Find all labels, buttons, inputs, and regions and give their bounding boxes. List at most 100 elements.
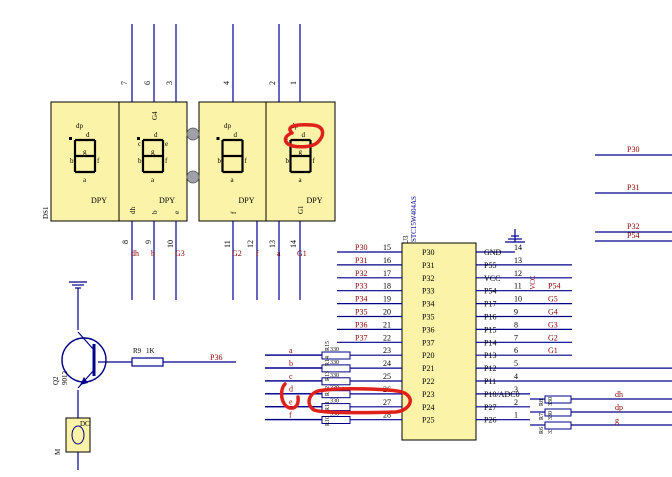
segment-letter: f [245, 157, 248, 165]
pin-number: 23 [383, 346, 391, 355]
right-net-stub: P31 [595, 183, 672, 194]
bottom-pin-number: 12 [246, 240, 255, 248]
pin-name: P37 [422, 338, 434, 347]
pin-number: 4 [514, 372, 518, 381]
highlight-digit-d [283, 123, 325, 149]
transistor-collector [77, 331, 95, 351]
right-resistor-row: dh [530, 390, 672, 404]
highlight-pin-26 [307, 387, 412, 415]
segment-letter: d [234, 131, 238, 139]
pin-name: P54 [484, 287, 496, 296]
pin-number: 7 [514, 333, 518, 342]
top-pin-number: 7 [120, 81, 129, 85]
pin-name: P13 [484, 351, 496, 360]
pin-name: P14 [484, 338, 496, 347]
pin-net-label: G1 [548, 346, 558, 355]
bottom-pin-number: 8 [121, 240, 130, 244]
pin-net-label: P54 [548, 282, 560, 291]
pin-name: P26 [484, 416, 496, 425]
highlight-pin-d [279, 382, 300, 410]
pin-number: 1 [514, 411, 518, 420]
pin-number: 25 [383, 372, 391, 381]
decimal-point-icon [69, 137, 72, 140]
resistor-ref: R10 [325, 416, 331, 426]
pin-number: 18 [383, 282, 391, 291]
emitter-arrow-icon [80, 377, 88, 385]
pin-number: 10 [514, 295, 522, 304]
pin-name: P36 [422, 325, 434, 334]
resistor-body [321, 377, 351, 386]
resistor-body [544, 421, 572, 430]
pin-net-label: G5 [548, 295, 558, 304]
pin-name: P16 [484, 313, 496, 322]
pin-net-label: VCC [529, 275, 537, 290]
segment-letter: a [83, 176, 87, 184]
dpy-label: DPY [307, 196, 323, 205]
resistor-value: 330 [548, 411, 554, 420]
display-net-label: f [256, 249, 259, 258]
display-net-label: b [151, 249, 155, 258]
right-net-label: g [615, 416, 619, 425]
segment-letter: dp [224, 122, 232, 130]
pin-number: 19 [383, 295, 391, 304]
pin-net-label: G3 [548, 320, 558, 329]
highlight-annotations [279, 123, 412, 415]
resistor-ref: R6 [539, 427, 545, 434]
segment-letter: g [151, 148, 155, 156]
pin-number: 20 [383, 308, 391, 317]
right-resistor-array: dhR6330dpR7330gR8330 [530, 390, 672, 434]
pin-name: P55 [484, 261, 496, 270]
top-pin-number: 1 [289, 81, 298, 85]
top-pin-number: 3 [165, 81, 174, 85]
pin-number: 21 [383, 320, 391, 329]
transistor-ref: Q2 [52, 376, 60, 385]
resistor-body [321, 364, 351, 373]
motor-ref: M [54, 448, 62, 455]
segment-letter: f [313, 157, 316, 165]
pin-name: P34 [422, 300, 434, 309]
pin-net-label: G4 [548, 308, 558, 317]
segment-net-label: d [289, 385, 293, 394]
resistor-value: 330 [330, 373, 339, 379]
segment-letter: c [138, 140, 141, 148]
pin-net-label: P35 [355, 308, 367, 317]
pin-number: 24 [383, 359, 391, 368]
segment-letter: a [151, 176, 155, 184]
pin-number: 2 [514, 398, 518, 407]
pin-name: P35 [422, 313, 434, 322]
mcu-body [401, 242, 477, 441]
resistor-value: 330 [330, 412, 339, 418]
pin-name: P12 [484, 364, 496, 373]
net-label: P32 [627, 222, 639, 231]
resistor-ref: R13 [325, 371, 331, 381]
resistor-ref: R15 [325, 341, 331, 351]
base-resistor-value: 1K [146, 347, 155, 355]
transistor-part: 9012 [61, 371, 69, 386]
resistor-value: 330 [330, 347, 339, 353]
bottom-pin-number: 9 [144, 240, 153, 244]
pin-number: 9 [514, 308, 518, 317]
pin-net-label: P33 [355, 282, 367, 291]
segment-letter: d [86, 131, 90, 139]
bottom-pin-number: 13 [268, 240, 277, 248]
base-resistor-ref: R9 [133, 347, 142, 355]
display-side-label: G4 [151, 111, 159, 120]
display-side-label: b [151, 210, 159, 214]
segment-letter: d [154, 131, 158, 139]
segment-net-label: e [289, 398, 293, 407]
